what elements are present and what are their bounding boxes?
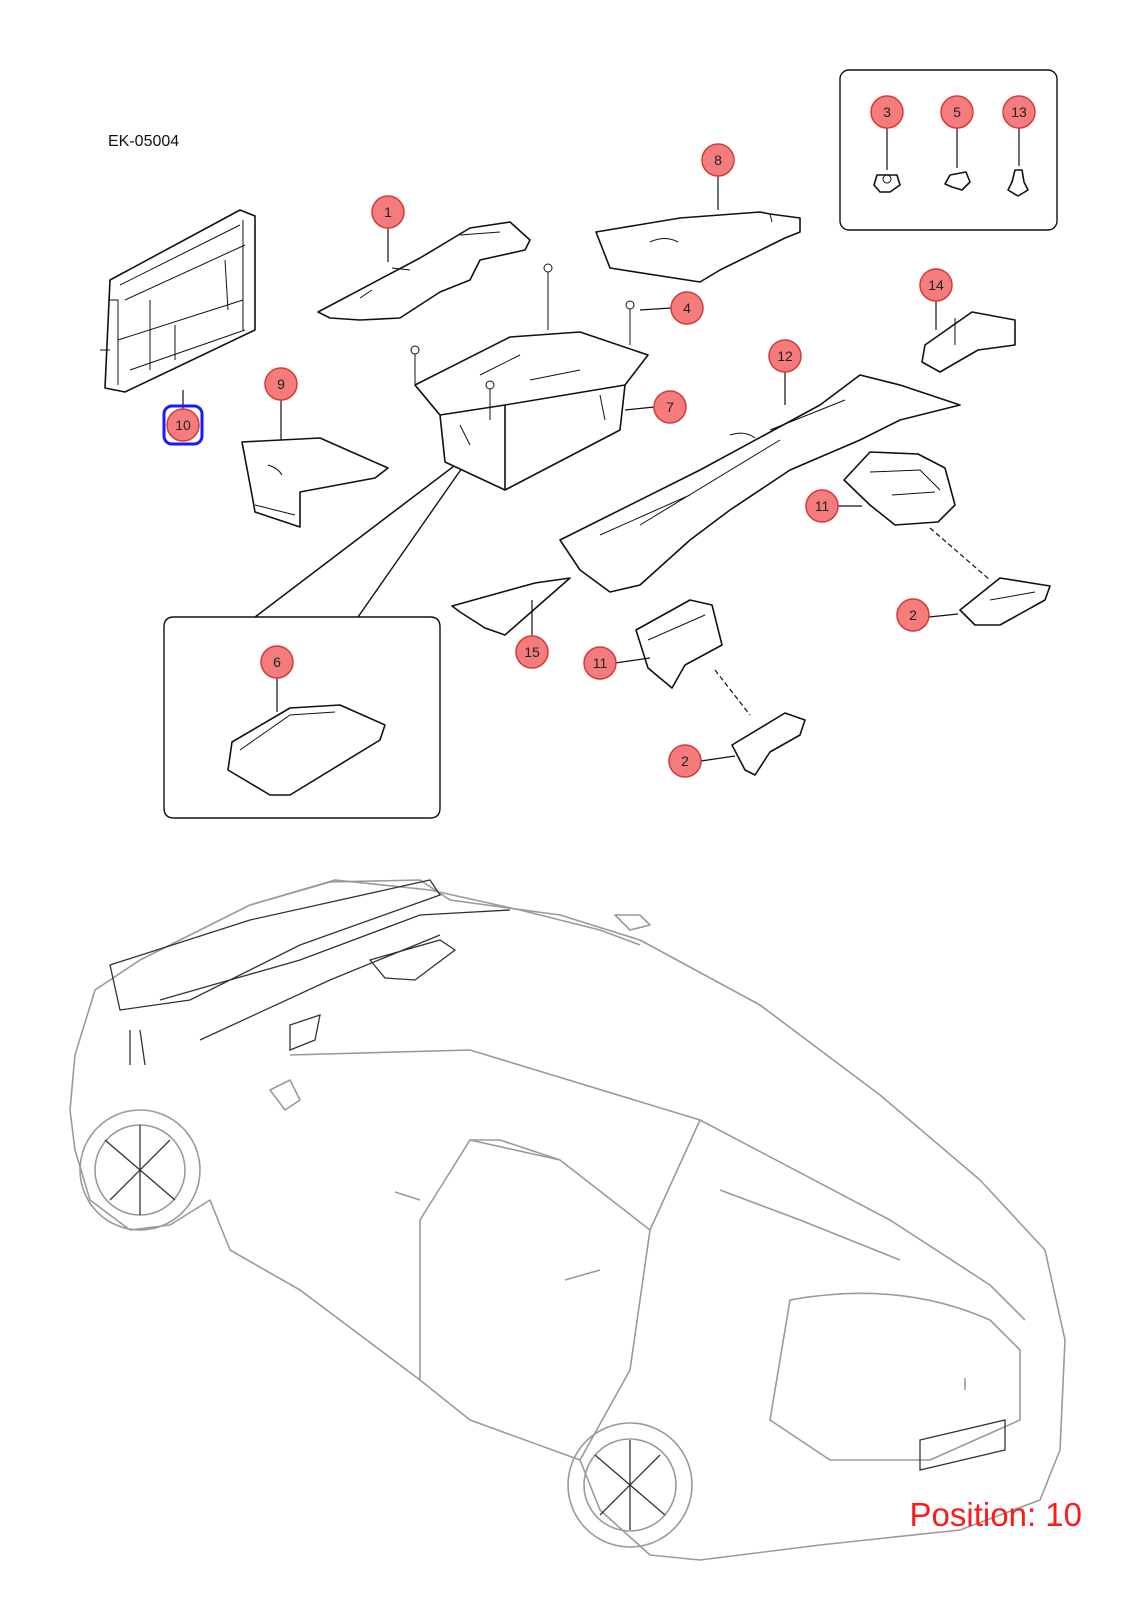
dash-line-11-to-2-left [714, 669, 751, 716]
dash-line-11-to-2-right [929, 527, 991, 581]
callout-14-label: 14 [928, 277, 944, 293]
part-15-bracket [451, 577, 571, 636]
part-11-vent-left [635, 599, 723, 689]
part-14-bracket [921, 311, 1016, 373]
detail-box-pointer-left [254, 462, 459, 618]
callout-3-label: 3 [883, 104, 891, 120]
fastener-detail-box [839, 69, 1058, 231]
callout-15[interactable]: 15 [515, 635, 549, 669]
part-11-vent-right [843, 451, 956, 526]
part-6-pad [227, 704, 386, 796]
callout-14[interactable]: 14 [919, 268, 953, 302]
callout-11-left-label: 11 [593, 655, 608, 671]
callout-1[interactable]: 1 [371, 195, 405, 229]
fastener-13-screw [1007, 169, 1029, 197]
callout-9-label: 9 [277, 376, 285, 392]
callout-2-right[interactable]: 2 [896, 598, 930, 632]
car-outline [69, 879, 1066, 1561]
fastener-5-clip [944, 171, 971, 191]
callout-11-right-label: 11 [815, 498, 830, 514]
detail-box-pointer-right [357, 467, 463, 618]
callout-5[interactable]: 5 [940, 95, 974, 129]
part-1-trim [317, 221, 531, 321]
callout-11-left[interactable]: 11 [583, 646, 617, 680]
callout-6[interactable]: 6 [260, 645, 294, 679]
callout-12[interactable]: 12 [768, 339, 802, 373]
callout-7[interactable]: 7 [653, 390, 687, 424]
callout-13-label: 13 [1011, 104, 1027, 120]
part-10-frame [100, 209, 256, 393]
part-9-cover [241, 437, 389, 528]
part-8-shelf [595, 211, 801, 283]
callout-7-label: 7 [666, 399, 674, 415]
callout-8[interactable]: 8 [701, 143, 735, 177]
callout-13[interactable]: 13 [1002, 95, 1036, 129]
callout-2-right-label: 2 [909, 607, 917, 623]
part-7-tub [410, 263, 649, 491]
callout-10-label: 10 [175, 417, 191, 433]
part-12-panel [559, 374, 961, 593]
callout-1-label: 1 [384, 204, 392, 220]
callout-8-label: 8 [714, 152, 722, 168]
callout-2-left[interactable]: 2 [668, 744, 702, 778]
callout-4-label: 4 [683, 300, 691, 316]
part-2-grille-right [959, 577, 1051, 626]
callout-5-label: 5 [953, 104, 961, 120]
callout-4[interactable]: 4 [670, 291, 704, 325]
document-code: EK-05004 [108, 133, 180, 150]
callout-10-selected[interactable]: 10 [162, 404, 204, 446]
callout-15-label: 15 [524, 644, 540, 660]
fastener-3-nut [873, 174, 901, 193]
callout-9[interactable]: 9 [264, 367, 298, 401]
callout-3[interactable]: 3 [870, 95, 904, 129]
part-2-grille-left [731, 712, 806, 776]
position-indicator: Position: 10 [909, 1496, 1082, 1533]
callout-2-left-label: 2 [681, 753, 689, 769]
callout-11-right[interactable]: 11 [805, 489, 839, 523]
callout-6-label: 6 [273, 654, 281, 670]
callout-12-label: 12 [777, 348, 793, 364]
